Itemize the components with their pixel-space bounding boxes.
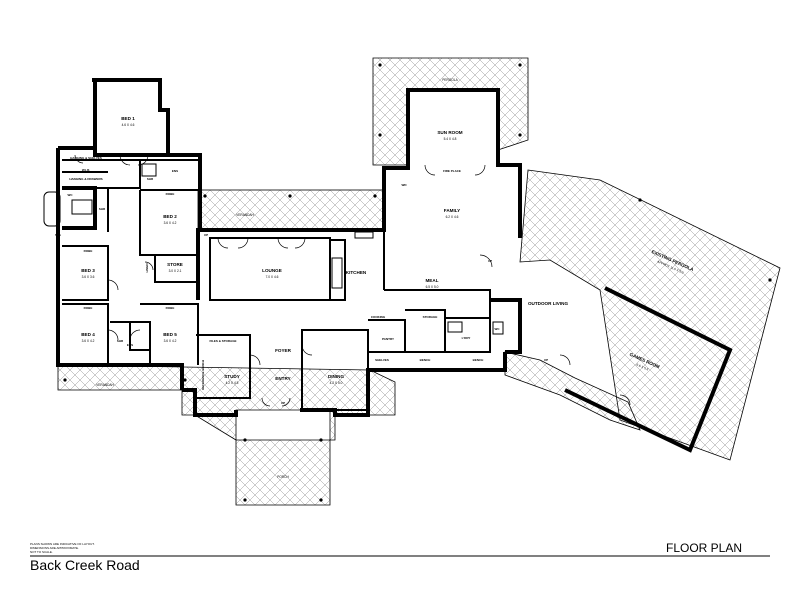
existing-pergola-area <box>519 169 781 461</box>
bed4-dims: 3.6 X 4.2 <box>82 339 95 343</box>
bed5-dims: 3.6 X 4.2 <box>164 339 177 343</box>
shr3-label: SHR <box>117 339 124 343</box>
ens2-label: ENS <box>127 343 133 347</box>
family-dims: 6.2 X 4.6 <box>446 215 459 219</box>
pergola-label: PERGOLA <box>442 78 458 82</box>
sun-room-dims: 5.4 X 4.8 <box>444 137 457 141</box>
interior-walls <box>62 159 491 411</box>
entry-label: ENTRY <box>275 376 290 381</box>
family-label: FAMILY <box>444 208 460 213</box>
kitchen-label: KITCHEN <box>346 270 367 275</box>
up-marker-3: UP <box>488 259 492 263</box>
wc-label: WC <box>68 193 74 197</box>
hanging-shelves-label: HANGING & SHELVES <box>70 156 102 160</box>
fire-place-label: FIRE PLACE <box>443 169 461 173</box>
meal-dims: 6.5 X 5.0 <box>426 285 439 289</box>
bed3-label: BED 3 <box>81 268 95 273</box>
pergola-area <box>372 57 529 166</box>
porch-label: PORCH <box>277 475 289 479</box>
bath-label: BATH <box>86 225 94 229</box>
dining-label: DINING <box>328 374 345 379</box>
pantry-label: PANTRY <box>382 337 394 341</box>
note-line-3: NOT TO SCALE. <box>30 550 53 554</box>
shelves-label: SHELVES <box>375 358 389 362</box>
up-marker-4: UP <box>544 358 548 362</box>
note-line-1: PLANS SHOWN ARE INDICATIVE OF LAYOUT. <box>30 542 95 546</box>
spa-label: SPA <box>55 233 62 237</box>
ens1-label: ENS <box>172 169 178 173</box>
address-title: Back Creek Road <box>30 557 140 573</box>
fixtures <box>43 163 504 335</box>
wir-label: W.I.R. <box>82 168 90 172</box>
bed4-label: BED 4 <box>81 332 95 337</box>
games-room-dims: 6.6 X 5.6 <box>636 363 649 372</box>
pergola-posts <box>63 63 772 502</box>
door-swings <box>74 154 631 407</box>
robe-bed3-label: ROBE <box>84 249 93 253</box>
note-line-2: DIMENSIONS ARE APPROXIMATE. <box>30 546 79 550</box>
bed2-label: BED 2 <box>163 214 177 219</box>
storage-label: STORAGE <box>423 315 438 319</box>
bench1-label: BENCH <box>420 358 431 362</box>
floor-plan-title: FLOOR PLAN <box>666 541 742 555</box>
hanging-drawers-label: HANGING & DRAWERS <box>69 177 102 181</box>
foyer-label: FOYER <box>275 348 292 353</box>
ldry-label: L'DRY <box>462 336 471 340</box>
study-label: STUDY <box>224 374 240 379</box>
wc2-label: WC <box>495 327 501 331</box>
sun-room-label: SUN ROOM <box>437 130 462 135</box>
bed1-dims: 4.6 X 4.6 <box>122 123 135 127</box>
study-dims: 4.2 X 4.5 <box>226 381 239 385</box>
robe-bed2-label: ROBE <box>166 192 175 196</box>
title-block: PLANS SHOWN ARE INDICATIVE OF LAYOUT. DI… <box>30 541 770 573</box>
up-marker-2: UP <box>281 401 285 405</box>
cooking-label: COOKING <box>371 315 386 319</box>
bed1-label: BED 1 <box>121 116 135 121</box>
linen-label: LINEN <box>145 264 149 273</box>
dining-dims: 4.2 X 5.0 <box>330 381 343 385</box>
lounge-label: LOUNGE <box>262 268 282 273</box>
files-storage-label: FILES & STORAGE <box>209 339 236 343</box>
porch-area <box>235 439 331 506</box>
up-marker-1: UP <box>204 233 208 237</box>
lounge-dims: 7.0 X 4.6 <box>266 275 279 279</box>
bench2-label: BENCH <box>473 358 484 362</box>
bed2-dims: 3.6 X 4.2 <box>164 221 177 225</box>
meal-label: MEAL <box>425 278 438 283</box>
wd-label: WD <box>402 183 408 187</box>
bed5-label: BED 5 <box>163 332 177 337</box>
store-dims: 3.0 X 2.1 <box>169 269 182 273</box>
verandah-bottom-label: VERANDAH <box>96 383 114 387</box>
robe-bed5-label: ROBE <box>166 306 175 310</box>
verandah-top-label: VERANDAH <box>236 213 254 217</box>
outdoor-living-label: OUTDOOR LIVING <box>528 301 568 306</box>
robe-bed4-label: ROBE <box>84 306 93 310</box>
store-label: STORE <box>167 262 183 267</box>
bed3-dims: 3.6 X 3.6 <box>82 275 95 279</box>
shr1-label: SHR <box>147 177 154 181</box>
reference-bench-label: REFERENCE BENCH <box>201 360 205 390</box>
shr2-label: SHR <box>99 207 106 211</box>
